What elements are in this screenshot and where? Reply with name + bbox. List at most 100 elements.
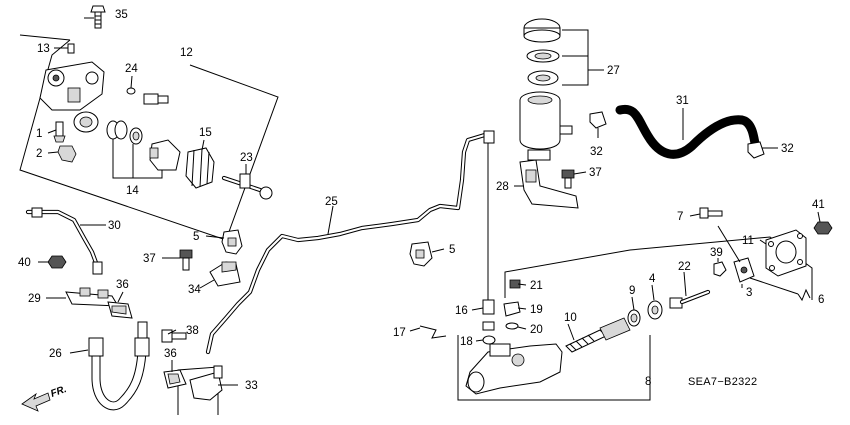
- callout-17: 17: [393, 327, 406, 339]
- slave-cylinder-body: [39, 61, 105, 133]
- callout-41: 41: [812, 199, 825, 211]
- clip-36-upper: [107, 301, 133, 319]
- bracket-29: [65, 287, 119, 307]
- callout-29: 29: [28, 293, 41, 305]
- cap-2: [57, 145, 77, 163]
- washer-20: [505, 322, 519, 330]
- callout-36a: 36: [116, 279, 129, 291]
- clutch-pipe-30: [25, 207, 103, 275]
- callout-40: 40: [18, 257, 31, 269]
- callout-14: 14: [126, 185, 139, 197]
- callout-8: 8: [645, 376, 651, 388]
- seal-4: [647, 300, 663, 320]
- pin-6: [797, 288, 811, 302]
- bleeder-screw: [143, 93, 169, 105]
- piston-assembly-10: [565, 317, 631, 353]
- seal-9: [627, 309, 641, 327]
- clevis-3: [733, 257, 755, 283]
- callout-33: 33: [245, 380, 258, 392]
- clip-36-lower: [163, 369, 187, 389]
- callout-1: 1: [36, 128, 42, 140]
- o-ring-24: [126, 87, 136, 95]
- callout-30: 30: [108, 220, 121, 232]
- callout-9: 9: [629, 285, 635, 297]
- callout-39: 39: [710, 247, 723, 259]
- callout-24: 24: [125, 63, 138, 75]
- bolt-38: [161, 329, 187, 343]
- callout-32b: 32: [781, 143, 794, 155]
- reservoir-diaphragm: [526, 49, 560, 63]
- callout-23: 23: [240, 152, 253, 164]
- callout-21: 21: [530, 280, 543, 292]
- boot-14: [106, 120, 143, 145]
- callout-16: 16: [455, 305, 468, 317]
- callout-5a: 5: [193, 231, 199, 243]
- clip-5-lower: [409, 241, 433, 267]
- callout-31: 31: [676, 95, 689, 107]
- boot-15: [185, 147, 215, 189]
- callout-4: 4: [649, 273, 656, 285]
- callout-38: 38: [186, 325, 199, 337]
- callout-27: 27: [607, 65, 620, 77]
- callout-34: 34: [188, 284, 201, 296]
- callout-37a: 37: [143, 253, 156, 265]
- clamp-32-upper: [589, 111, 607, 129]
- bracket-34: [209, 261, 241, 287]
- clutch-pipe-25: [205, 130, 495, 355]
- callout-26: 26: [49, 348, 62, 360]
- callout-32a: 32: [590, 146, 603, 158]
- callout-35: 35: [115, 9, 128, 21]
- nut-41: [813, 221, 833, 235]
- callout-37b: 37: [589, 167, 602, 179]
- direction-marker: FR.: [21, 384, 68, 412]
- pushrod-23: [221, 173, 273, 200]
- bolt-37-upper: [561, 169, 575, 189]
- nut-40: [47, 255, 67, 269]
- master-cylinder-body: [465, 343, 563, 395]
- callout-7: 7: [677, 211, 683, 223]
- callout-15: 15: [199, 127, 212, 139]
- bolt-7: [699, 207, 723, 219]
- clamp-32-lower: [747, 141, 765, 159]
- leader-lines: [38, 17, 821, 386]
- reservoir-cap: [523, 18, 561, 43]
- joint-21: [509, 279, 521, 289]
- gasket-11: [765, 229, 807, 277]
- callout-6: 6: [818, 294, 824, 306]
- callout-25: 25: [325, 196, 338, 208]
- callout-labels: 35 13 12 24 1 15 2 23 14 25 30 5 5 37 40…: [18, 9, 825, 392]
- slave-cylinder-assembly-frame: [19, 34, 279, 241]
- bracket-33: [189, 365, 223, 401]
- clutch-hose-26: [88, 321, 150, 411]
- callout-13: 13: [37, 43, 50, 55]
- callout-12: 12: [180, 47, 193, 59]
- washer-18: [482, 335, 496, 345]
- reservoir-float: [527, 70, 559, 86]
- diagram-code: SEA7−B2322: [688, 376, 757, 388]
- callout-22: 22: [678, 261, 691, 273]
- clip-17: [419, 325, 447, 339]
- bolt-1: [53, 121, 66, 143]
- callout-20: 20: [530, 324, 543, 336]
- pushrod-22: [669, 289, 711, 309]
- callout-3: 3: [746, 287, 752, 299]
- callout-19: 19: [530, 304, 543, 316]
- bracket-28: [519, 159, 579, 209]
- callout-36b: 36: [164, 348, 177, 360]
- callout-11: 11: [742, 235, 754, 247]
- direction-marker-label: FR.: [49, 384, 68, 400]
- nut-39: [713, 261, 727, 277]
- callout-28: 28: [496, 181, 509, 193]
- bolt-37-lower: [179, 249, 193, 271]
- clip-5-upper: [221, 229, 243, 255]
- piston: [149, 139, 181, 171]
- bleeder-13: [67, 43, 75, 54]
- reservoir-hose-31: [615, 104, 761, 159]
- reservoir-tank: [519, 91, 573, 161]
- callout-5b: 5: [449, 244, 455, 256]
- front-arrow-icon: [21, 392, 51, 412]
- callout-18: 18: [460, 336, 473, 348]
- joint-19: [503, 301, 521, 317]
- callout-10: 10: [564, 312, 577, 324]
